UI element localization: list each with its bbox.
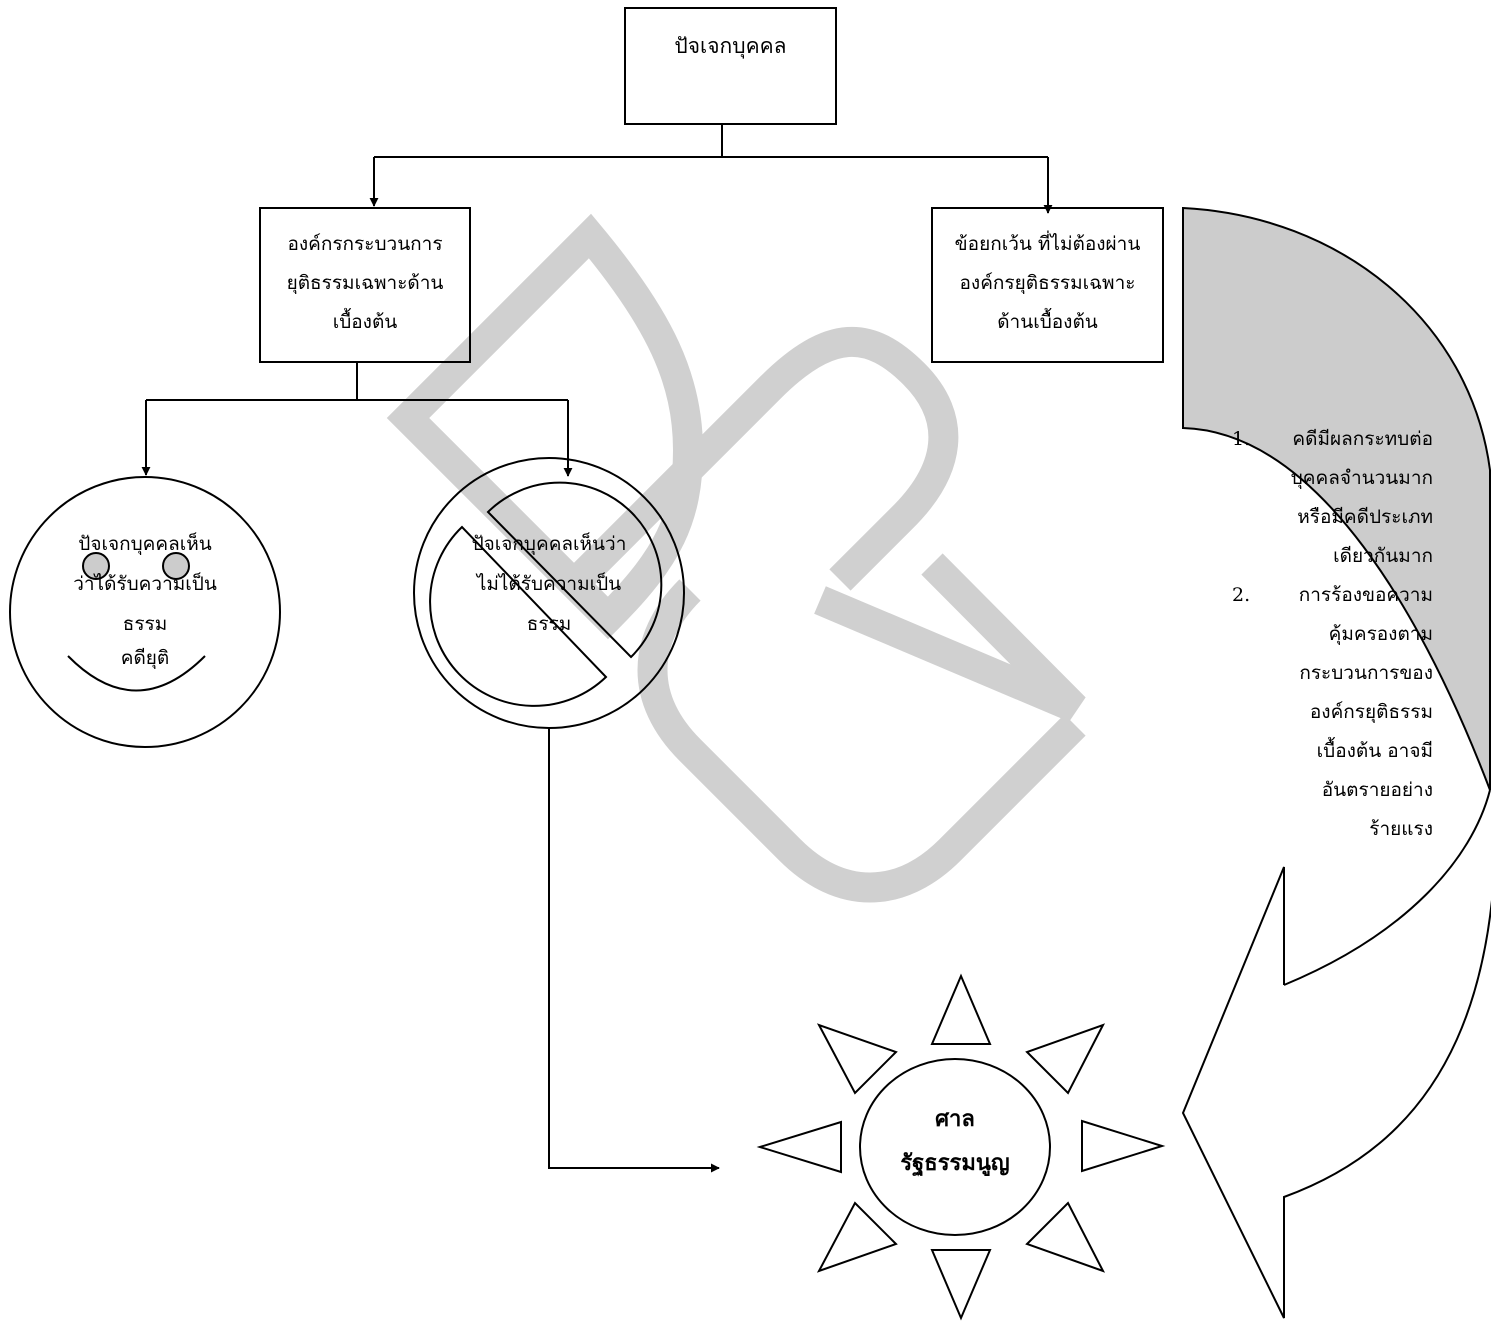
constitutional-court-sun [756,973,1166,1321]
unsatisfied-prohibition [413,457,685,729]
individual-box [624,7,837,125]
condition-2-line: คุ้มครองตาม [1328,623,1433,645]
sun-ray-right [1081,1119,1166,1173]
unsatisfied-line-1: ปัจเจกบุคคลเห็นว่า [471,533,627,555]
satisfied-label: ปัจเจกบุคคลเห็น ว่าได้รับความเป็น ธรรม ค… [30,524,260,672]
condition-2-text: การร้องขอความ คุ้มครองตาม กระบวนการของ อ… [1284,576,1433,849]
primary-justice-org-line-2: ยุติธรรมเฉพาะด้าน [286,272,444,294]
sun-ray-bottom-right [1025,1201,1106,1273]
exception-conditions-list: 1. คดีมีผลกระทบต่อ บุคคลจำนวนมาก หรือมีค… [1228,420,1433,849]
satisfied-line-3: ธรรม [122,613,168,635]
smiley-mouth [67,655,206,692]
sun-ray-bottom-left [816,1201,898,1273]
condition-2-line: อันตรายอย่าง [1321,779,1433,801]
constitutional-court-label: ศาล รัฐธรรมนูญ [860,1097,1050,1185]
exception-line-2: องค์กรยุติธรรมเฉพาะ [959,272,1136,294]
smiley-right-eye [162,552,190,580]
exception-box [931,207,1164,363]
condition-2-line: การร้องขอความ [1298,584,1433,606]
curved-arrow-head [1181,699,1491,1319]
condition-2-line: กระบวนการของ [1299,662,1433,684]
unsatisfied-line-2: ไม่ได้รับความเป็น [476,573,622,595]
primary-justice-org-line-1: องค์กรกระบวนการ [287,233,443,255]
primary-justice-org-box [259,207,471,363]
exception-line-3: ด้านเบื้องต้น [997,311,1098,333]
dpu-watermark [386,213,1086,903]
curved-return-arrow [1181,206,1491,1319]
exception-label: ข้อยกเว้น ที่ไม่ต้องผ่าน องค์กรยุติธรรมเ… [932,225,1163,342]
condition-2-number: 2. [1232,584,1251,606]
sun-ray-bottom [930,1249,992,1321]
exception-condition-1: 1. คดีมีผลกระทบต่อ บุคคลจำนวนมาก หรือมีค… [1228,420,1433,576]
unsatisfied-label: ปัจเจกบุคคลเห็นว่า ไม่ได้รับความเป็น ธรร… [434,524,664,644]
court-line-1: ศาล [935,1106,975,1132]
sun-center [859,1058,1051,1236]
condition-1-line: เดียวกันมาก [1333,545,1433,567]
primary-justice-org-label: องค์กรกระบวนการ ยุติธรรมเฉพาะด้าน เบื้อง… [260,225,470,342]
individual-label: ปัจเจกบุคคล [674,34,787,58]
sun-ray-top-left [816,1023,898,1095]
court-line-2: รัฐธรรมนูญ [900,1150,1010,1176]
primary-justice-org-line-3: เบื้องต้น [332,311,398,333]
satisfied-line-4: คดียุติ [120,647,170,669]
exception-condition-2: 2. การร้องขอความ คุ้มครองตาม กระบวนการขอ… [1228,576,1433,849]
condition-2-line: องค์กรยุติธรรม [1309,701,1433,723]
connectors [141,124,1053,1173]
sun-ray-left [756,1120,842,1174]
smiley-left-eye [82,552,110,580]
curved-arrow-gray-band [1182,206,1491,791]
condition-2-line: ร้ายแรง [1369,818,1433,840]
condition-1-line: หรือมีคดีประเภท [1297,506,1433,528]
condition-2-line: เบื้องต้น อาจมี [1316,740,1433,762]
condition-1-line: คดีมีผลกระทบต่อ [1292,428,1433,450]
unsatisfied-line-3: ธรรม [526,613,572,635]
satisfied-smiley [9,476,281,748]
sun-ray-top-right [1025,1023,1106,1095]
condition-1-number: 1. [1232,428,1251,450]
condition-1-line: บุคคลจำนวนมาก [1290,467,1433,489]
sun-ray-top [930,973,992,1045]
exception-line-1: ข้อยกเว้น ที่ไม่ต้องผ่าน [954,233,1141,255]
condition-1-text: คดีมีผลกระทบต่อ บุคคลจำนวนมาก หรือมีคดีป… [1284,420,1433,576]
satisfied-line-1: ปัจเจกบุคคลเห็น [78,533,212,555]
satisfied-line-2: ว่าได้รับความเป็น [73,573,217,595]
